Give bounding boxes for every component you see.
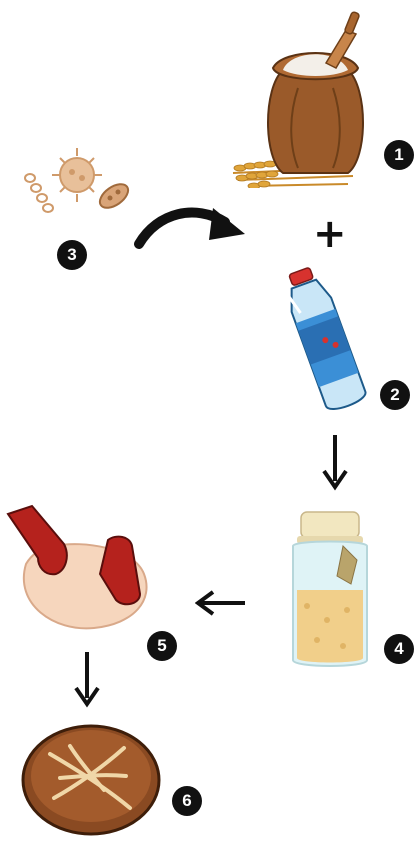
starter-jar-icon (287, 510, 373, 672)
microbes-icon (22, 148, 140, 228)
plus-sign: + (313, 214, 347, 254)
curved-arrow-icon (133, 200, 248, 250)
down-arrow-icon-2 (72, 650, 102, 710)
flour-sack-icon (228, 8, 378, 188)
step-badge-1: 1 (384, 140, 414, 170)
step-badge-6: 6 (172, 786, 202, 816)
step-badge-4: 4 (384, 634, 414, 664)
water-bottle-icon (276, 262, 376, 420)
bread-loaf-icon (20, 718, 162, 838)
left-arrow-icon (195, 588, 247, 618)
step-badge-5: 5 (147, 631, 177, 661)
step-badge-2: 2 (380, 380, 410, 410)
down-arrow-icon (320, 433, 350, 493)
step-badge-3: 3 (57, 240, 87, 270)
kneading-hands-icon (4, 504, 154, 634)
